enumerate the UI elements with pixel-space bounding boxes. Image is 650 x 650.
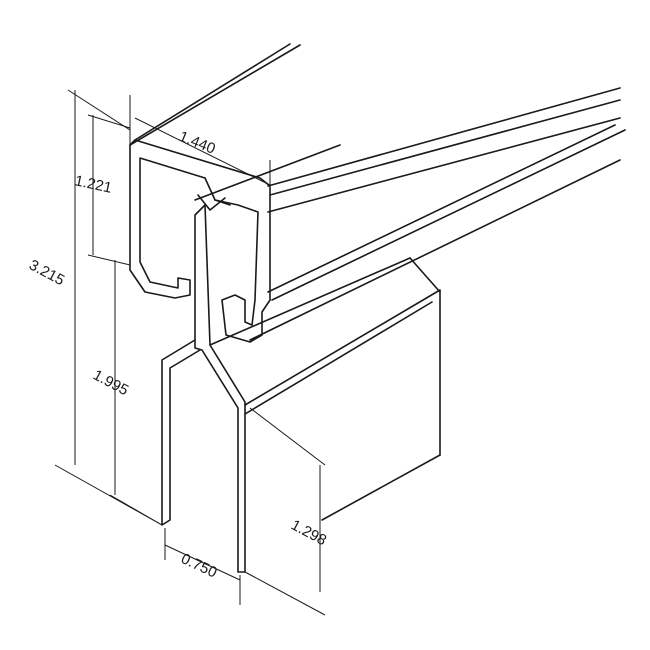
dimension-lines	[54, 89, 326, 616]
dim-rail-height: 1.221	[73, 172, 113, 196]
dim-hanger-height: 1.995	[90, 367, 131, 400]
dim-rail-width: 1.440	[177, 128, 218, 158]
rail-profile	[129, 139, 271, 343]
dimension-labels: 1.440 1.221 3.215 1.995 1.298 0.750	[26, 128, 329, 582]
dim-plate-offset: 0.750	[178, 550, 219, 581]
dim-bracket-height: 1.298	[288, 517, 329, 550]
dim-overall-height: 3.215	[26, 257, 67, 290]
hanger-bracket	[161, 204, 441, 573]
rail-body	[129, 43, 626, 341]
